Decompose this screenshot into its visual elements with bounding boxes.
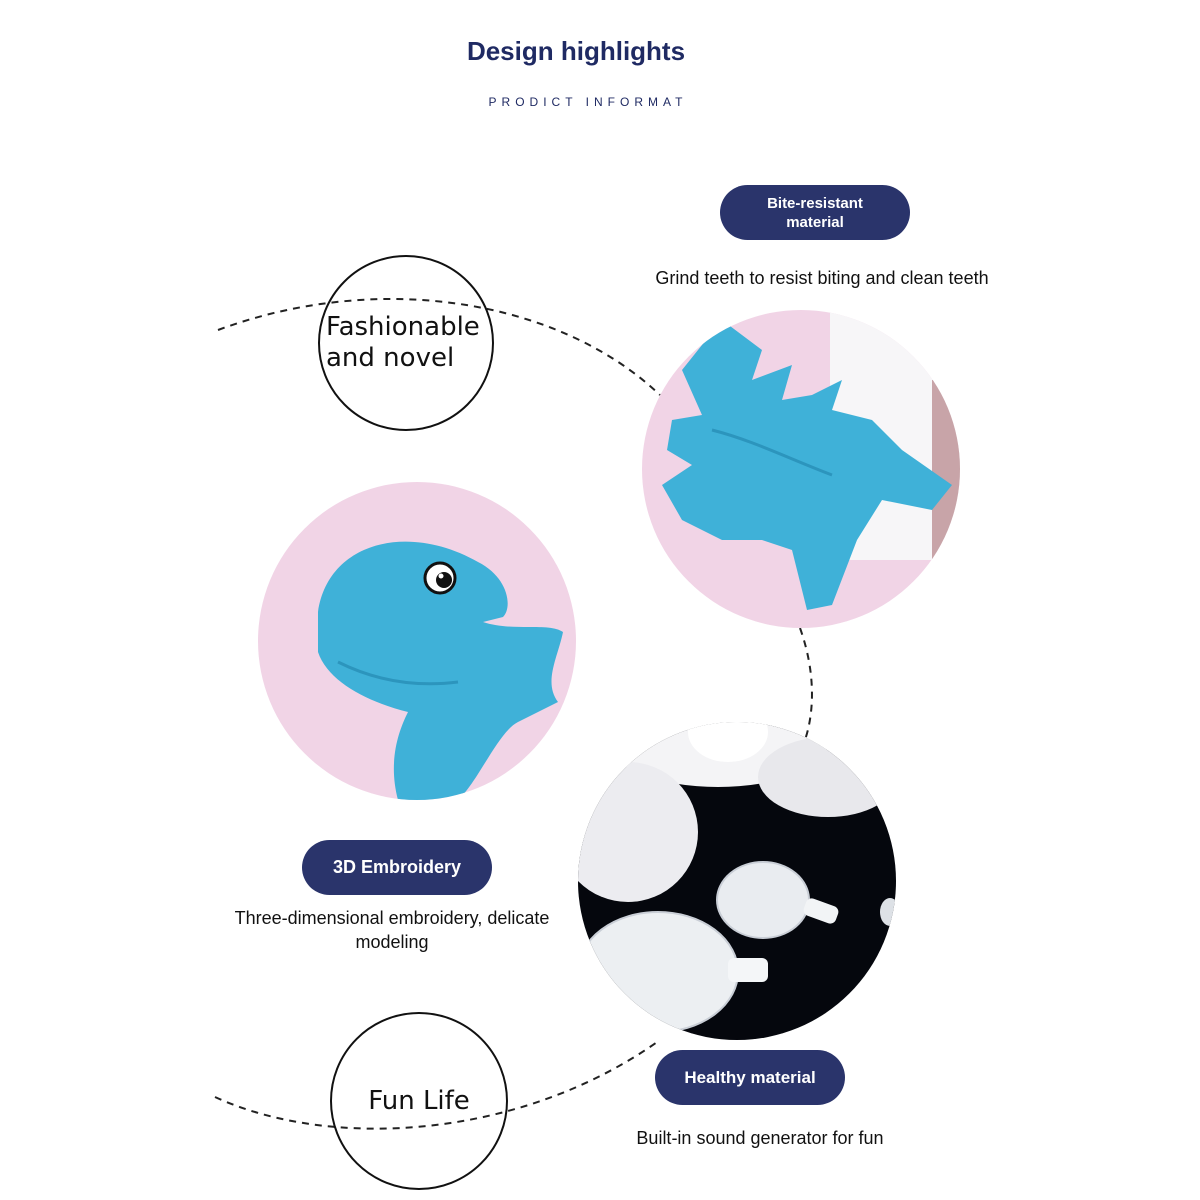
blue-shark-plush-head-photo	[258, 482, 576, 800]
bite-resistant-badge: Bite-resistant material	[720, 185, 910, 240]
fun-life-label: Fun Life	[368, 1086, 470, 1116]
page-title: Design highlights	[466, 36, 686, 66]
fashionable-ring-label: Fashionable and novel	[318, 255, 494, 431]
fashionable-label: Fashionable and novel	[326, 312, 480, 373]
bite-resistant-caption: Grind teeth to resist biting and clean t…	[655, 268, 989, 288]
healthy-material-badge-label: Healthy material	[684, 1067, 816, 1087]
healthy-material-caption: Built-in sound generator for fun	[636, 1128, 884, 1148]
embroidery-caption: Three-dimensional embroidery, delicate m…	[234, 908, 550, 952]
cotton-and-squeaker-photo	[578, 722, 896, 1040]
embroidery-badge: 3D Embroidery	[302, 840, 492, 895]
page-subtitle: PRODICT INFORMAT	[488, 95, 688, 109]
bite-resistant-badge-label: Bite-resistant material	[767, 194, 863, 231]
blue-shark-plush-tail-photo	[642, 310, 960, 628]
fun-life-ring-label: Fun Life	[330, 1012, 508, 1190]
embroidery-badge-label: 3D Embroidery	[332, 857, 462, 877]
healthy-material-badge: Healthy material	[655, 1050, 845, 1105]
